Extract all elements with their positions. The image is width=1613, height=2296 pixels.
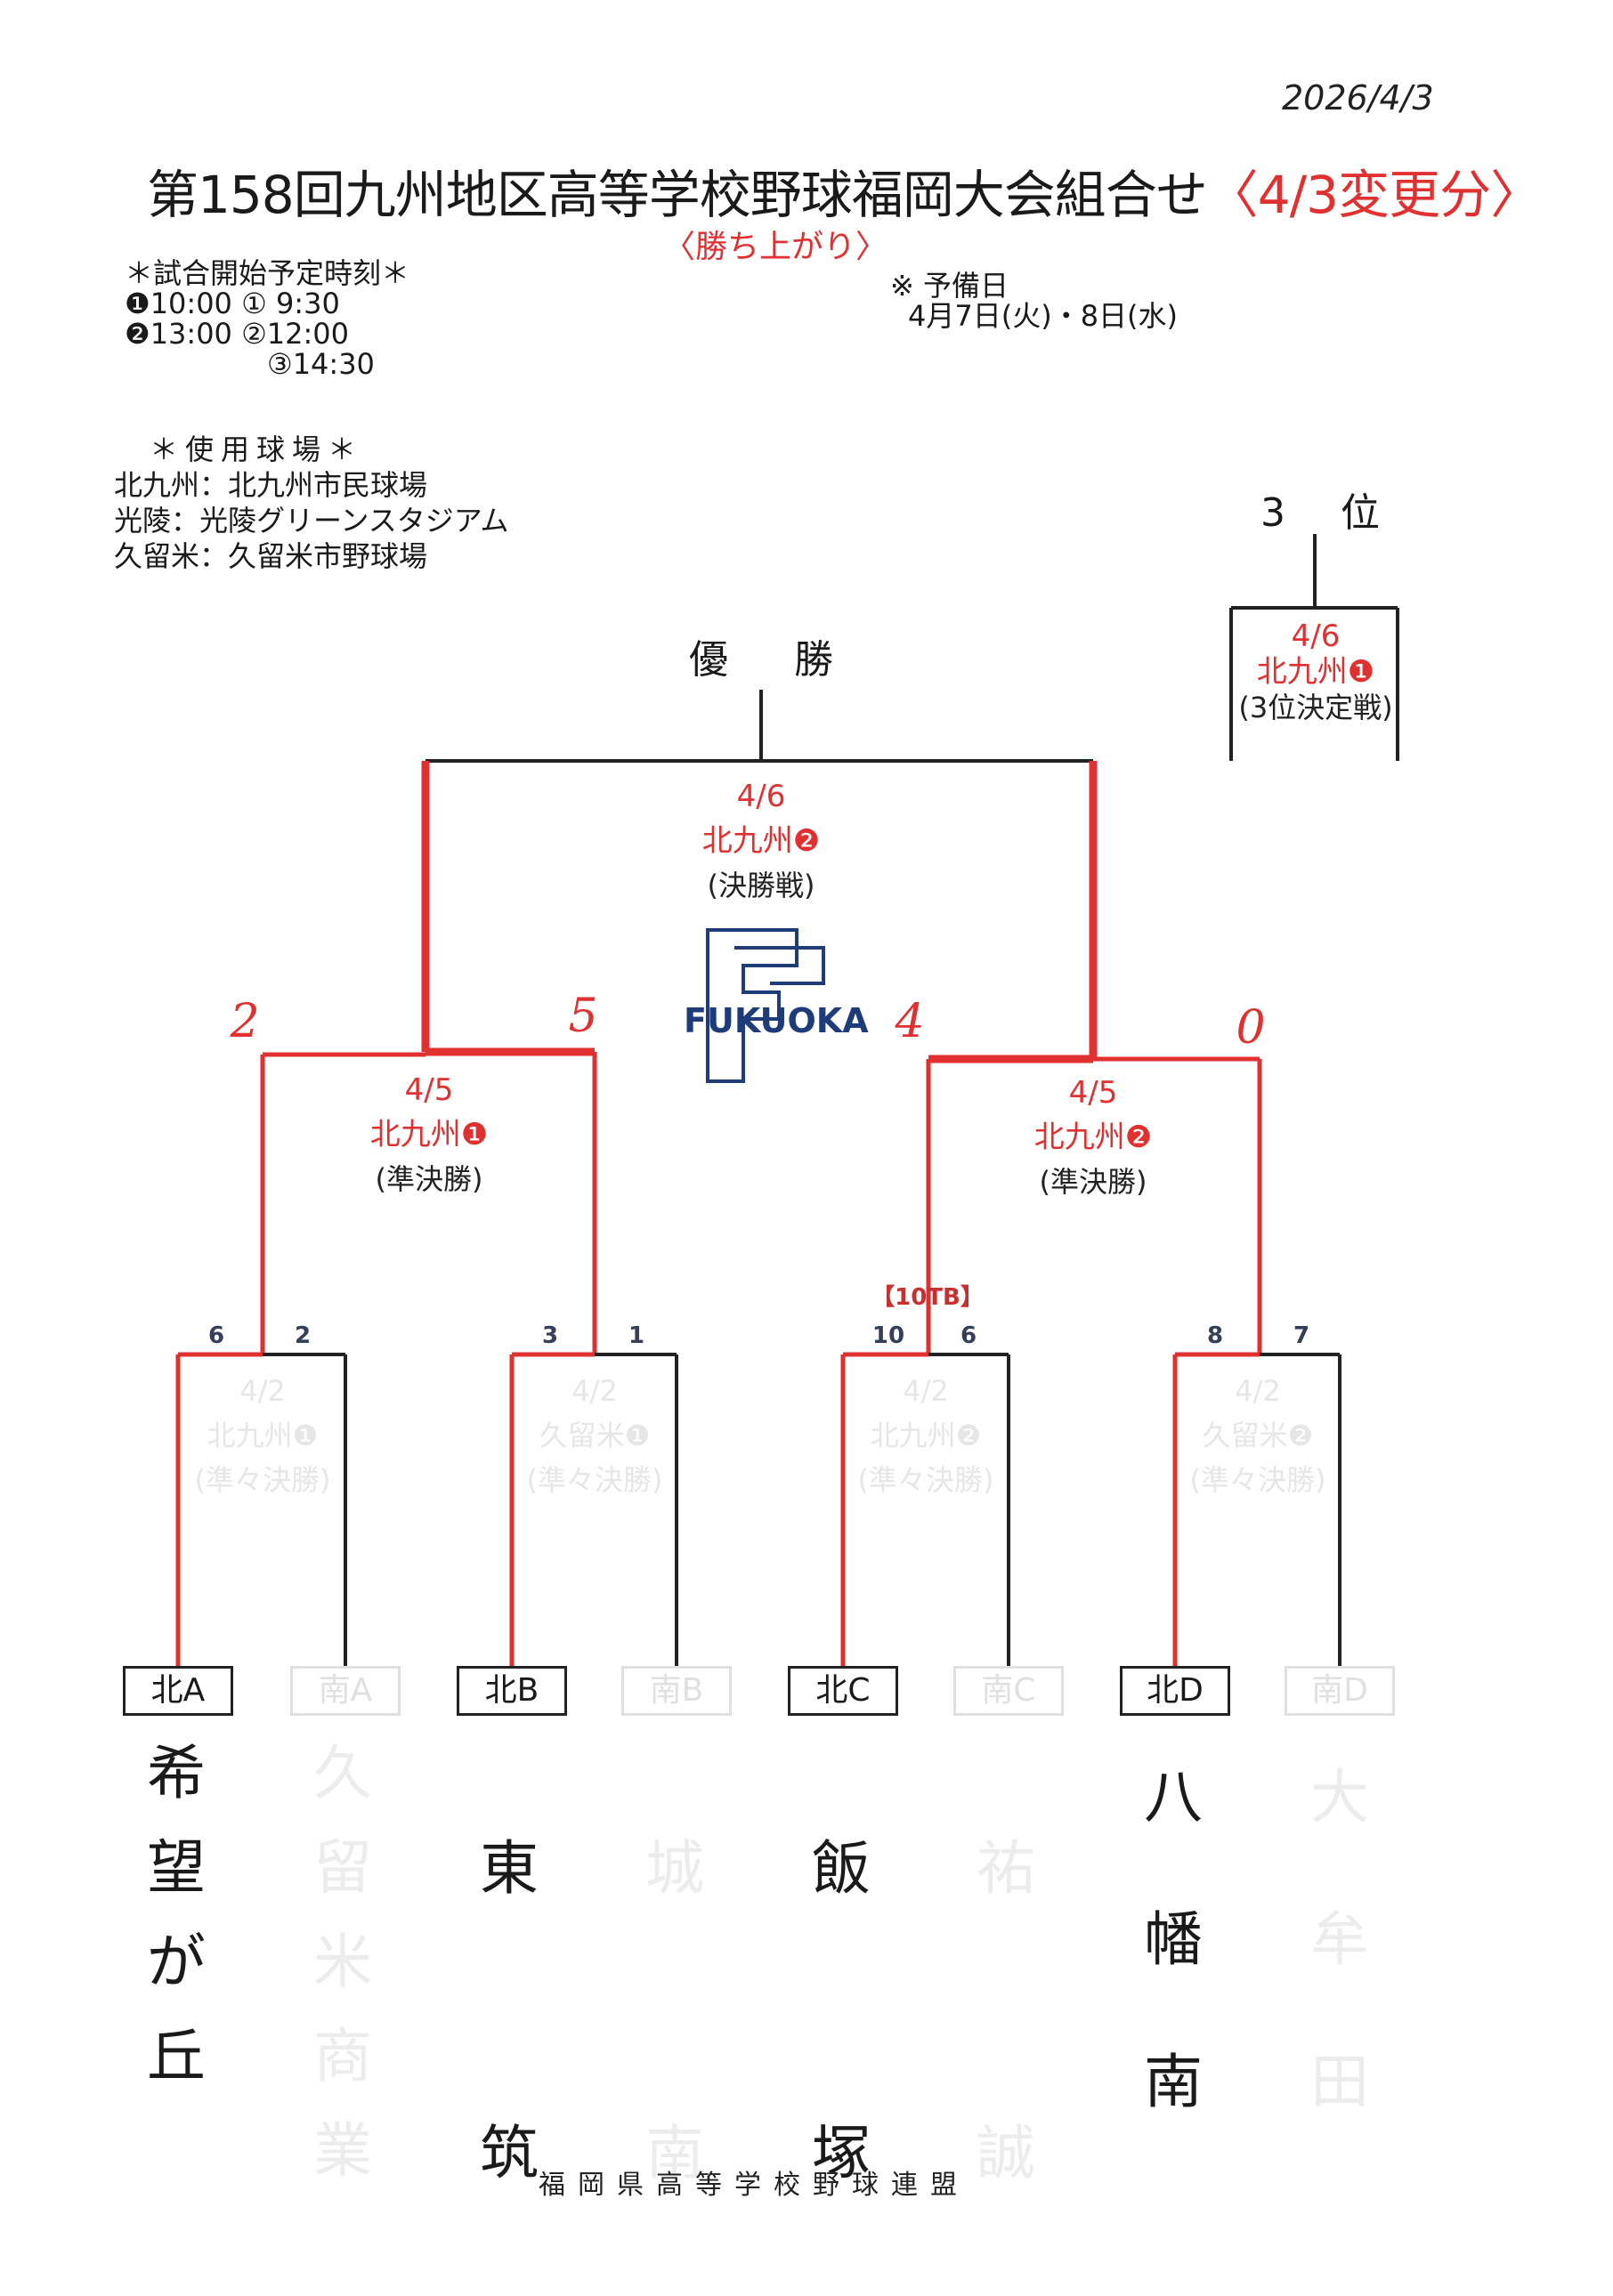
- quarterfinal-game-2: 4/2 久留米❶ (準々決勝): [527, 1369, 663, 1502]
- team-name: 希望が丘: [147, 1739, 206, 2090]
- venue-item: 光陵：光陵グリーンスタジアム: [114, 504, 509, 538]
- quarterfinal-score: 6: [207, 1322, 225, 1349]
- game-round: (準々決勝): [857, 1463, 994, 1497]
- reserve-dates: 4月7日(火)・8日(水): [908, 299, 1179, 333]
- quarterfinal-score: 6: [960, 1322, 977, 1349]
- champion-label: 優 勝: [689, 637, 860, 683]
- team-name: 久留米商業: [313, 1739, 372, 2185]
- semifinal-score: 4: [895, 995, 925, 1048]
- schedule-line-3: ③14:30: [267, 347, 375, 381]
- quarterfinal-score: 7: [1293, 1322, 1310, 1349]
- game-venue: 北九州❶: [1256, 654, 1375, 690]
- quarterfinal-score: 2: [294, 1322, 312, 1349]
- reserve-block: ※ 予備日 4月7日(火)・8日(水): [890, 271, 1178, 331]
- venue-item: 久留米：久留米市野球場: [114, 539, 428, 573]
- game-venue: 北九州❷: [1033, 1120, 1153, 1155]
- quarterfinal-game-3: 4/2 北九州❷ (準々決勝): [858, 1369, 994, 1502]
- game-venue: 北九州❶: [369, 1117, 489, 1152]
- title-change-note: 〈4/3変更分〉: [1206, 165, 1542, 225]
- game-round: (準決勝): [1039, 1165, 1147, 1199]
- game-venue: 久留米❶: [539, 1419, 651, 1452]
- team-name: 大牟田: [1310, 1763, 1369, 2116]
- game-date: 4/2: [1235, 1374, 1281, 1408]
- slot-label: 北D: [1120, 1666, 1230, 1716]
- slot-label: 北A: [123, 1666, 233, 1716]
- semifinal-score: 5: [568, 990, 598, 1043]
- slot-label: 南B: [621, 1666, 732, 1716]
- schedule-line-1: ❶10:00 ① 9:30: [125, 287, 340, 320]
- game-date: 4/6: [1291, 618, 1341, 654]
- schedule-line-2: ❷13:00 ②12:00: [125, 317, 349, 351]
- quarterfinal-score: 3: [541, 1322, 559, 1349]
- quarterfinal-score: 1: [628, 1322, 645, 1349]
- slot-label: 北C: [788, 1666, 898, 1716]
- fukuoka-logo: [706, 928, 825, 1083]
- game-date: 4/6: [736, 779, 786, 814]
- game-date: 4/5: [1068, 1075, 1118, 1111]
- game-round: (決勝戦): [707, 869, 815, 902]
- game-round: (準々決勝): [526, 1463, 663, 1497]
- game-date: 4/2: [903, 1374, 949, 1408]
- semifinal-game-right: 4/5 北九州❷ (準決勝): [1034, 1071, 1152, 1204]
- quarterfinal-score: 10: [871, 1322, 905, 1349]
- game-venue: 北九州❶: [207, 1419, 319, 1452]
- game-venue: 北九州❷: [701, 823, 821, 859]
- semifinal-game-left: 4/5 北九州❶ (準決勝): [370, 1068, 488, 1201]
- venue-item: 北九州：北九州市民球場: [114, 468, 428, 502]
- game-round: (3位決定戦): [1238, 691, 1393, 724]
- team-name: 八幡南: [1144, 1763, 1203, 2116]
- document-subtitle: 〈勝ち上がり〉: [663, 229, 888, 265]
- slot-label: 南A: [290, 1666, 401, 1716]
- semifinal-score: 2: [230, 995, 260, 1048]
- schedule-block: ＊試合開始予定時刻＊ ❶10:00 ① 9:30 ❷13:00 ②12:00 ③…: [125, 258, 409, 379]
- game-date: 4/2: [571, 1374, 618, 1408]
- game-venue: 久留米❷: [1202, 1419, 1314, 1452]
- schedule-heading: ＊試合開始予定時刻＊: [125, 256, 410, 290]
- third-place-label: 3 位: [1260, 490, 1401, 536]
- team-name: 飯塚: [812, 1834, 871, 2187]
- footer-organization: 福岡県高等学校野球連盟: [539, 2170, 969, 2201]
- team-name: 東筑: [480, 1834, 539, 2187]
- game-date: 4/5: [404, 1072, 454, 1108]
- quarterfinal-game-4: 4/2 久留米❷ (準々決勝): [1190, 1369, 1326, 1502]
- team-name: 祐誠: [977, 1834, 1035, 2187]
- slot-label: 北B: [457, 1666, 567, 1716]
- slot-label: 南C: [953, 1666, 1064, 1716]
- semifinal-score: 0: [1236, 1001, 1266, 1055]
- document-title: 第158回九州地区高等学校野球福岡大会組合せ〈4/3変更分〉: [147, 153, 1542, 228]
- title-main: 第158回九州地区高等学校野球福岡大会組合せ: [147, 165, 1208, 225]
- team-name: 城南: [645, 1834, 704, 2187]
- third-place-game: 4/6 北九州❶ (3位決定戦): [1238, 618, 1392, 725]
- venues-block: ＊使用球場＊ 北九州：北九州市民球場 光陵：光陵グリーンスタジアム 久留米：久留…: [114, 432, 509, 574]
- quarterfinal-game-1: 4/2 北九州❶ (準々決勝): [195, 1369, 331, 1502]
- final-game: 4/6 北九州❷ (決勝戦): [702, 774, 820, 908]
- quarterfinal-score: 8: [1206, 1322, 1224, 1349]
- document-date: 2026/4/3: [1282, 78, 1434, 117]
- game-round: (準決勝): [375, 1162, 483, 1196]
- reserve-label: ※ 予備日: [890, 269, 1009, 303]
- game-round: (準々決勝): [194, 1463, 331, 1497]
- game-round: (準々決勝): [1189, 1463, 1326, 1497]
- venues-heading: ＊使用球場＊: [150, 433, 364, 466]
- slot-label: 南D: [1285, 1666, 1395, 1716]
- tiebreak-note: 【10TB】: [871, 1284, 984, 1311]
- logo-text: FUKUOKA: [684, 1001, 869, 1040]
- game-date: 4/2: [239, 1374, 286, 1408]
- game-venue: 北九州❷: [870, 1419, 982, 1452]
